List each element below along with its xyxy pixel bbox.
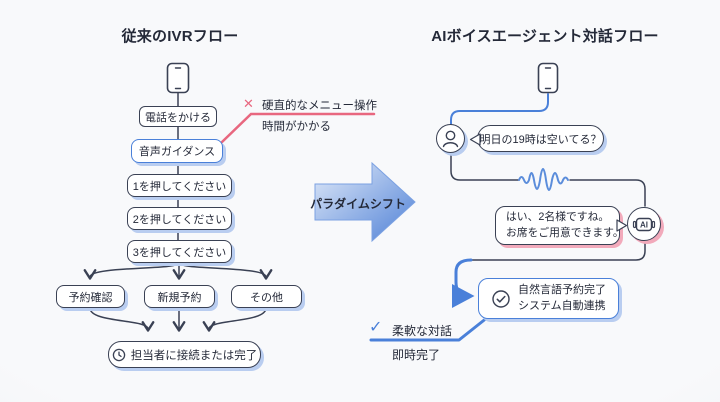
connector-phone-to-user bbox=[450, 93, 549, 126]
step-final-connect: 担当者に接続または完了 bbox=[108, 341, 261, 368]
step-voice-guidance: 音声ガイダンス bbox=[131, 139, 223, 163]
phone-icon bbox=[166, 62, 190, 99]
user-speech-bubble: 明日の19時は空いてる？ bbox=[469, 125, 604, 152]
step-press-3: 3を押してください bbox=[127, 240, 232, 263]
ai-icon-label: AI bbox=[640, 221, 648, 230]
x-mark-icon: ✕ bbox=[243, 96, 254, 111]
paradigm-shift-arrow bbox=[314, 161, 416, 243]
result-box: 自然言語予約完了 システム自動連携 bbox=[478, 278, 619, 319]
ai-utterance-line2: お席をご用意できます。 bbox=[506, 226, 624, 239]
result-line2: システム自動連携 bbox=[518, 299, 606, 312]
branch-other: その他 bbox=[231, 285, 302, 308]
branch-confirm-reservation: 予約確認 bbox=[56, 285, 125, 308]
phone-icon bbox=[537, 62, 559, 99]
flexible-dialogue-label: 柔軟な対話 bbox=[392, 324, 453, 338]
rigid-menu-label: 硬直的なメニュー操作 bbox=[262, 100, 377, 112]
rigid-menu-callout-line bbox=[220, 112, 376, 144]
ai-utterance-line1: はい、2名様ですね。 bbox=[506, 210, 610, 223]
connector-user-to-ai bbox=[450, 151, 646, 261]
instant-completion-label: 即時完了 bbox=[392, 348, 441, 362]
connector-ai-to-result bbox=[452, 258, 475, 308]
left-flow-connectors bbox=[83, 92, 273, 332]
bubble-tail-left bbox=[469, 133, 481, 149]
step-press-2: 2を押してください bbox=[127, 207, 232, 230]
user-utterance: 明日の19時は空いてる？ bbox=[479, 133, 602, 146]
person-icon bbox=[436, 124, 465, 153]
step-press-1: 1を押してください bbox=[127, 174, 232, 197]
result-line1: 自然言語予約完了 bbox=[518, 283, 606, 296]
final-step-label: 担当者に接続または完了 bbox=[130, 349, 258, 362]
bubble-tail-right bbox=[616, 219, 628, 238]
clock-icon bbox=[112, 348, 126, 362]
right-panel-title: AIボイスエージェント対話フロー bbox=[431, 28, 659, 45]
waveform-icon bbox=[518, 168, 569, 191]
paradigm-shift-label: パラダイムシフト bbox=[310, 197, 406, 211]
flexible-dialogue-callout-line bbox=[369, 315, 490, 342]
check-mark-icon: ✓ bbox=[369, 319, 383, 336]
time-consuming-label: 時間がかかる bbox=[262, 121, 331, 133]
ai-speech-bubble: はい、2名様ですね。 お席をご用意できます。 bbox=[495, 206, 628, 245]
step-call: 電話をかける bbox=[139, 106, 217, 127]
left-panel-title: 従来のIVRフロー bbox=[121, 28, 239, 45]
check-circle-icon bbox=[491, 289, 511, 309]
ai-agent-icon: AI bbox=[627, 207, 661, 241]
branch-new-reservation: 新規予約 bbox=[144, 285, 215, 308]
